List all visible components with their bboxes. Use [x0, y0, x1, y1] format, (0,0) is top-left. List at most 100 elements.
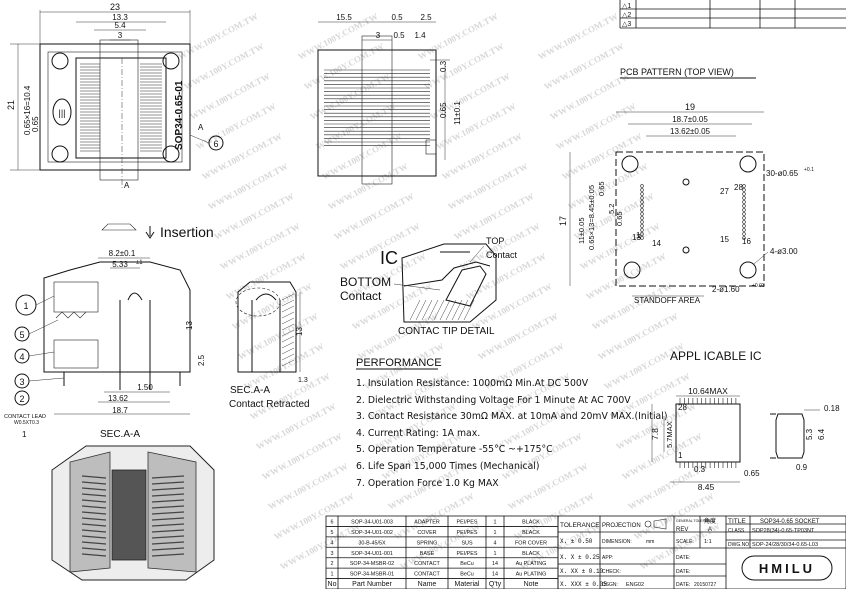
retracted-body: [237, 281, 297, 373]
render-contact: [81, 517, 107, 521]
hatch-line: [463, 299, 475, 321]
bom-cell: 5: [331, 530, 334, 536]
pcb-hole: [640, 228, 644, 232]
hatch-line: [281, 293, 295, 301]
render-contact: [81, 493, 107, 497]
bom-cell: Au PLATING: [516, 561, 547, 567]
hatch-line: [281, 317, 295, 325]
pcb-dim-height: 17: [558, 216, 568, 226]
bom-cell: 6: [331, 520, 334, 526]
bom-cell: BLACK: [522, 530, 540, 536]
side-dim-gap: 0.5: [393, 31, 405, 40]
top-view: ||| 23 13.3 5.4 3 21 0.65×16=10.4 0.65 S…: [6, 2, 224, 190]
render-contact: [81, 487, 107, 491]
pcb-pin-27: 27: [720, 187, 729, 196]
bom-cell: 3: [331, 551, 334, 557]
tolerance-row-4: X. XXX ± 0.05: [560, 581, 607, 588]
dim-latch: 5.4: [114, 21, 126, 30]
bom-cell: 2: [331, 561, 334, 567]
rev-label: REV: [676, 527, 688, 533]
pcb-hole: [742, 208, 746, 212]
pcb-hole: [640, 236, 644, 240]
side-dim-pitch: 0.65: [439, 102, 448, 118]
revision-mark-3: △3: [622, 21, 631, 28]
bottom-contact-sub: Contact: [340, 289, 382, 303]
bom-cell: SPRING: [417, 540, 438, 546]
rev-value: A: [708, 527, 712, 533]
pcb-hole: [640, 204, 644, 208]
bom-cell: Au PLATING: [516, 572, 547, 578]
contact-row-left: [80, 63, 100, 152]
pcb-title: PCB PATTERN (TOP VIEW): [620, 67, 734, 77]
bom-cell: PEI/PES: [457, 530, 478, 536]
performance-item-4: 4. Current Rating: 1A max.: [356, 428, 480, 439]
pcb-pin-28: 28: [734, 183, 743, 192]
hatch-line: [281, 341, 295, 349]
hatch-line: [433, 299, 445, 321]
render-contact: [151, 505, 185, 509]
general-tolerance-label: GENERAL TOLERANCE: [676, 519, 716, 523]
ic-dim-thickness: 0.18: [824, 404, 840, 413]
bom-header-cell: Note: [524, 581, 539, 588]
date-value: 20150727: [694, 582, 716, 588]
render-contact: [151, 517, 185, 521]
callout-1-text: 1: [23, 301, 28, 311]
render-contact: [151, 511, 185, 515]
mount-hole-bl: [51, 145, 69, 163]
callout-4-text: 4: [19, 352, 24, 362]
date-label-2: DATE:: [676, 569, 690, 575]
render-contacts: [81, 475, 185, 557]
section-mark-right: A: [198, 123, 204, 132]
bom-cell: SUS: [461, 540, 472, 546]
socket-render: [51, 445, 215, 581]
title-block: TOLERANCE X. ± 0.50 X. X ± 0.25 X. XX ± …: [557, 515, 846, 589]
insertion-label: Insertion: [160, 224, 214, 240]
pcb-mount-label: 4-ø3.00: [770, 247, 798, 256]
performance-item-7: 7. Operation Force 1.0 Kg MAX: [356, 478, 499, 489]
pcb-hole: [742, 212, 746, 216]
retracted-hatch: [281, 293, 295, 367]
retracted-caption-2: Contact Retracted: [229, 399, 310, 410]
hatch-line: [439, 299, 451, 321]
contact-lead-label: CONTACT LEAD: [4, 414, 46, 420]
contact-lead-sub: W0.5XT0.3: [14, 420, 39, 426]
bom-cell: CONTACT: [414, 572, 440, 578]
projection-icon: [644, 520, 652, 528]
side-dim-lip: 1.4: [414, 31, 426, 40]
pcb-outline: [615, 151, 765, 287]
sec-dim-total: 18.7: [112, 406, 128, 415]
brand-logo-text: HMILU: [759, 561, 815, 576]
hatch-line: [451, 299, 463, 321]
bom-cell: PEI/PES: [457, 551, 478, 557]
pcb-pin-13: 13: [632, 233, 641, 242]
hatch-line: [409, 299, 421, 321]
hatch-line: [445, 299, 457, 321]
projection-label: PROJECTION: [602, 523, 641, 529]
pcb-hole: [742, 204, 746, 208]
render-contact: [81, 523, 107, 527]
pcb-dim-row: 13.62±0.05: [670, 127, 711, 136]
model-label: SOP34-0.65-01: [174, 80, 185, 150]
pcb-hole: [742, 232, 746, 236]
retracted-view: 13 1.3 SEC.A-A Contact Retracted: [229, 281, 310, 410]
tolerance-row-1: X. ± 0.50: [560, 538, 593, 545]
pcb-pin-15: 15: [720, 235, 729, 244]
design-value: ENG02: [626, 582, 644, 588]
pcb-hole: [742, 224, 746, 228]
check-label: CHECK:: [602, 569, 621, 575]
sec-dim-opening: 8.2±0.1: [109, 249, 136, 258]
bom-cell: 14: [492, 561, 498, 567]
retracted-dim-lead: 1.3: [298, 377, 308, 384]
performance-item-1: 1. Insulation Resistance: 1000mΩ Min.At …: [356, 378, 589, 389]
bom-cell: 4: [494, 540, 497, 546]
pcb-boss-label: 2-ø1.60: [712, 285, 740, 294]
bom-cell: 1: [494, 530, 497, 536]
revision-mark-2: △2: [622, 12, 631, 19]
hatch-line: [281, 323, 295, 331]
pcb-mount-tr: [739, 155, 757, 173]
hatch-line: [427, 299, 439, 321]
center-latch: [99, 39, 139, 181]
bom-cell: BeCu: [460, 572, 474, 578]
bom-cell: BeCu: [460, 561, 474, 567]
